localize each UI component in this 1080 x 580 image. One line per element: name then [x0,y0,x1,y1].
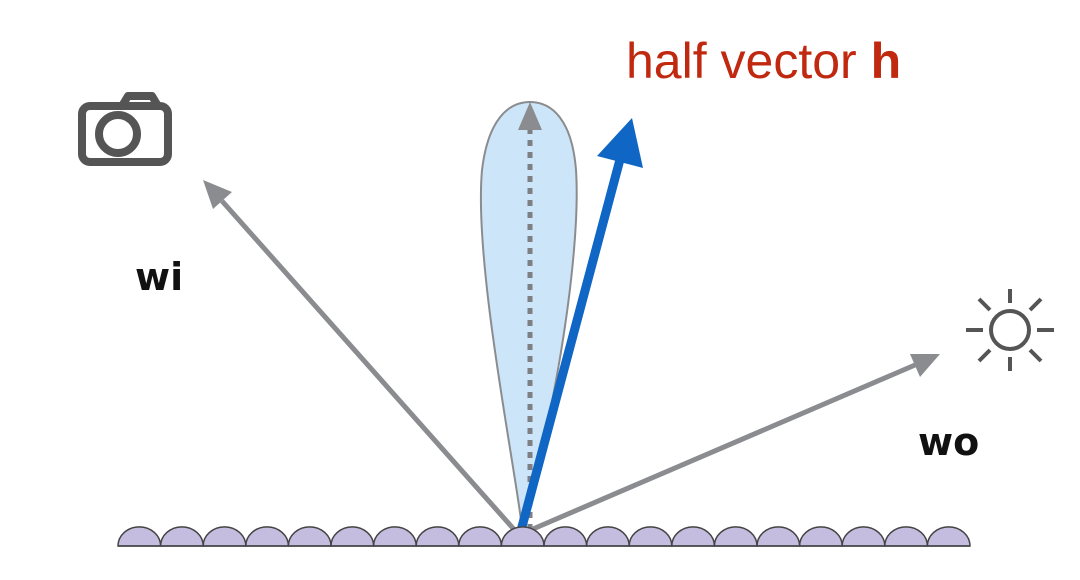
title-prefix: half vector [626,33,871,89]
normal-arrowhead [518,102,542,130]
surface-bump [756,526,801,547]
surface-bump [117,526,162,547]
surface-bump [458,526,503,547]
surface-bump [287,526,332,547]
title-label: half vector h [626,33,901,89]
camera-icon [78,92,172,166]
surface-bump [671,526,716,547]
title-symbol: h [871,33,902,89]
wi-vector [220,199,521,537]
wi-label: wi [135,255,183,299]
sun-icon [966,289,1054,371]
surface-bump [628,526,673,547]
surface-bump [330,526,375,547]
surface-bump [500,526,545,547]
surface-bump [713,526,758,547]
surface-bump [372,526,417,547]
surface-bump [202,526,247,547]
wo-vector [518,362,916,538]
surface-bump [159,526,204,547]
wo-label: wo [918,420,979,464]
surface-bump [841,526,886,547]
surface-bump [245,526,290,547]
surface-bump [543,526,588,547]
wi-arrowhead [203,180,232,209]
wo-arrowhead [910,354,940,377]
half-vector-arrowhead [597,118,643,168]
surface-bump [926,526,971,547]
surface-bump [884,526,929,547]
surface-bump [798,526,843,547]
surface-bump [415,526,460,547]
surface-bump [585,526,630,547]
microfacet-surface [117,526,971,547]
half-vector [514,150,627,540]
